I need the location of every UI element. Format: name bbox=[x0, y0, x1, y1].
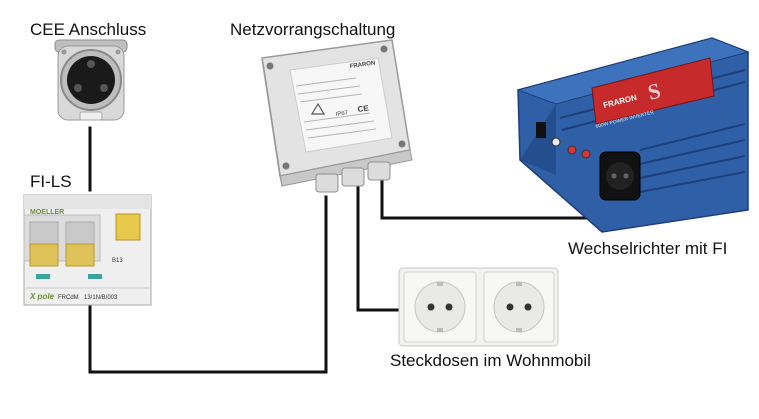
fils-model-text: B13 bbox=[112, 258, 123, 264]
fils-type-text: FRCdM bbox=[58, 295, 79, 301]
inverter-s-text: S bbox=[645, 78, 663, 105]
fils-label: FI-LS bbox=[30, 172, 72, 191]
fils-series-text: X pole bbox=[29, 292, 55, 301]
netz-box-icon bbox=[261, 39, 413, 193]
inverter-label: Wechselrichter mit FI bbox=[568, 239, 728, 258]
box-ce-text: CE bbox=[357, 103, 370, 114]
cee-label: CEE Anschluss bbox=[30, 20, 147, 39]
wire-netz-to-sockets bbox=[356, 186, 402, 312]
inverter-icon bbox=[516, 37, 750, 233]
sockets-label: Steckdosen im Wohnmobil bbox=[390, 351, 591, 370]
box-ip-text: IP67 bbox=[335, 110, 349, 118]
fils-breaker-icon bbox=[23, 194, 152, 306]
sockets-icon bbox=[398, 267, 559, 347]
fils-code-text: 13/1N/B/003 bbox=[84, 295, 118, 301]
fils-brand-text: MOELLER bbox=[30, 209, 64, 216]
cee-socket-icon bbox=[54, 39, 128, 121]
netz-label: Netzvorrangschaltung bbox=[230, 20, 396, 39]
box-brand-text: FRARON bbox=[349, 60, 375, 70]
wire-fils-to-netz bbox=[88, 195, 328, 374]
